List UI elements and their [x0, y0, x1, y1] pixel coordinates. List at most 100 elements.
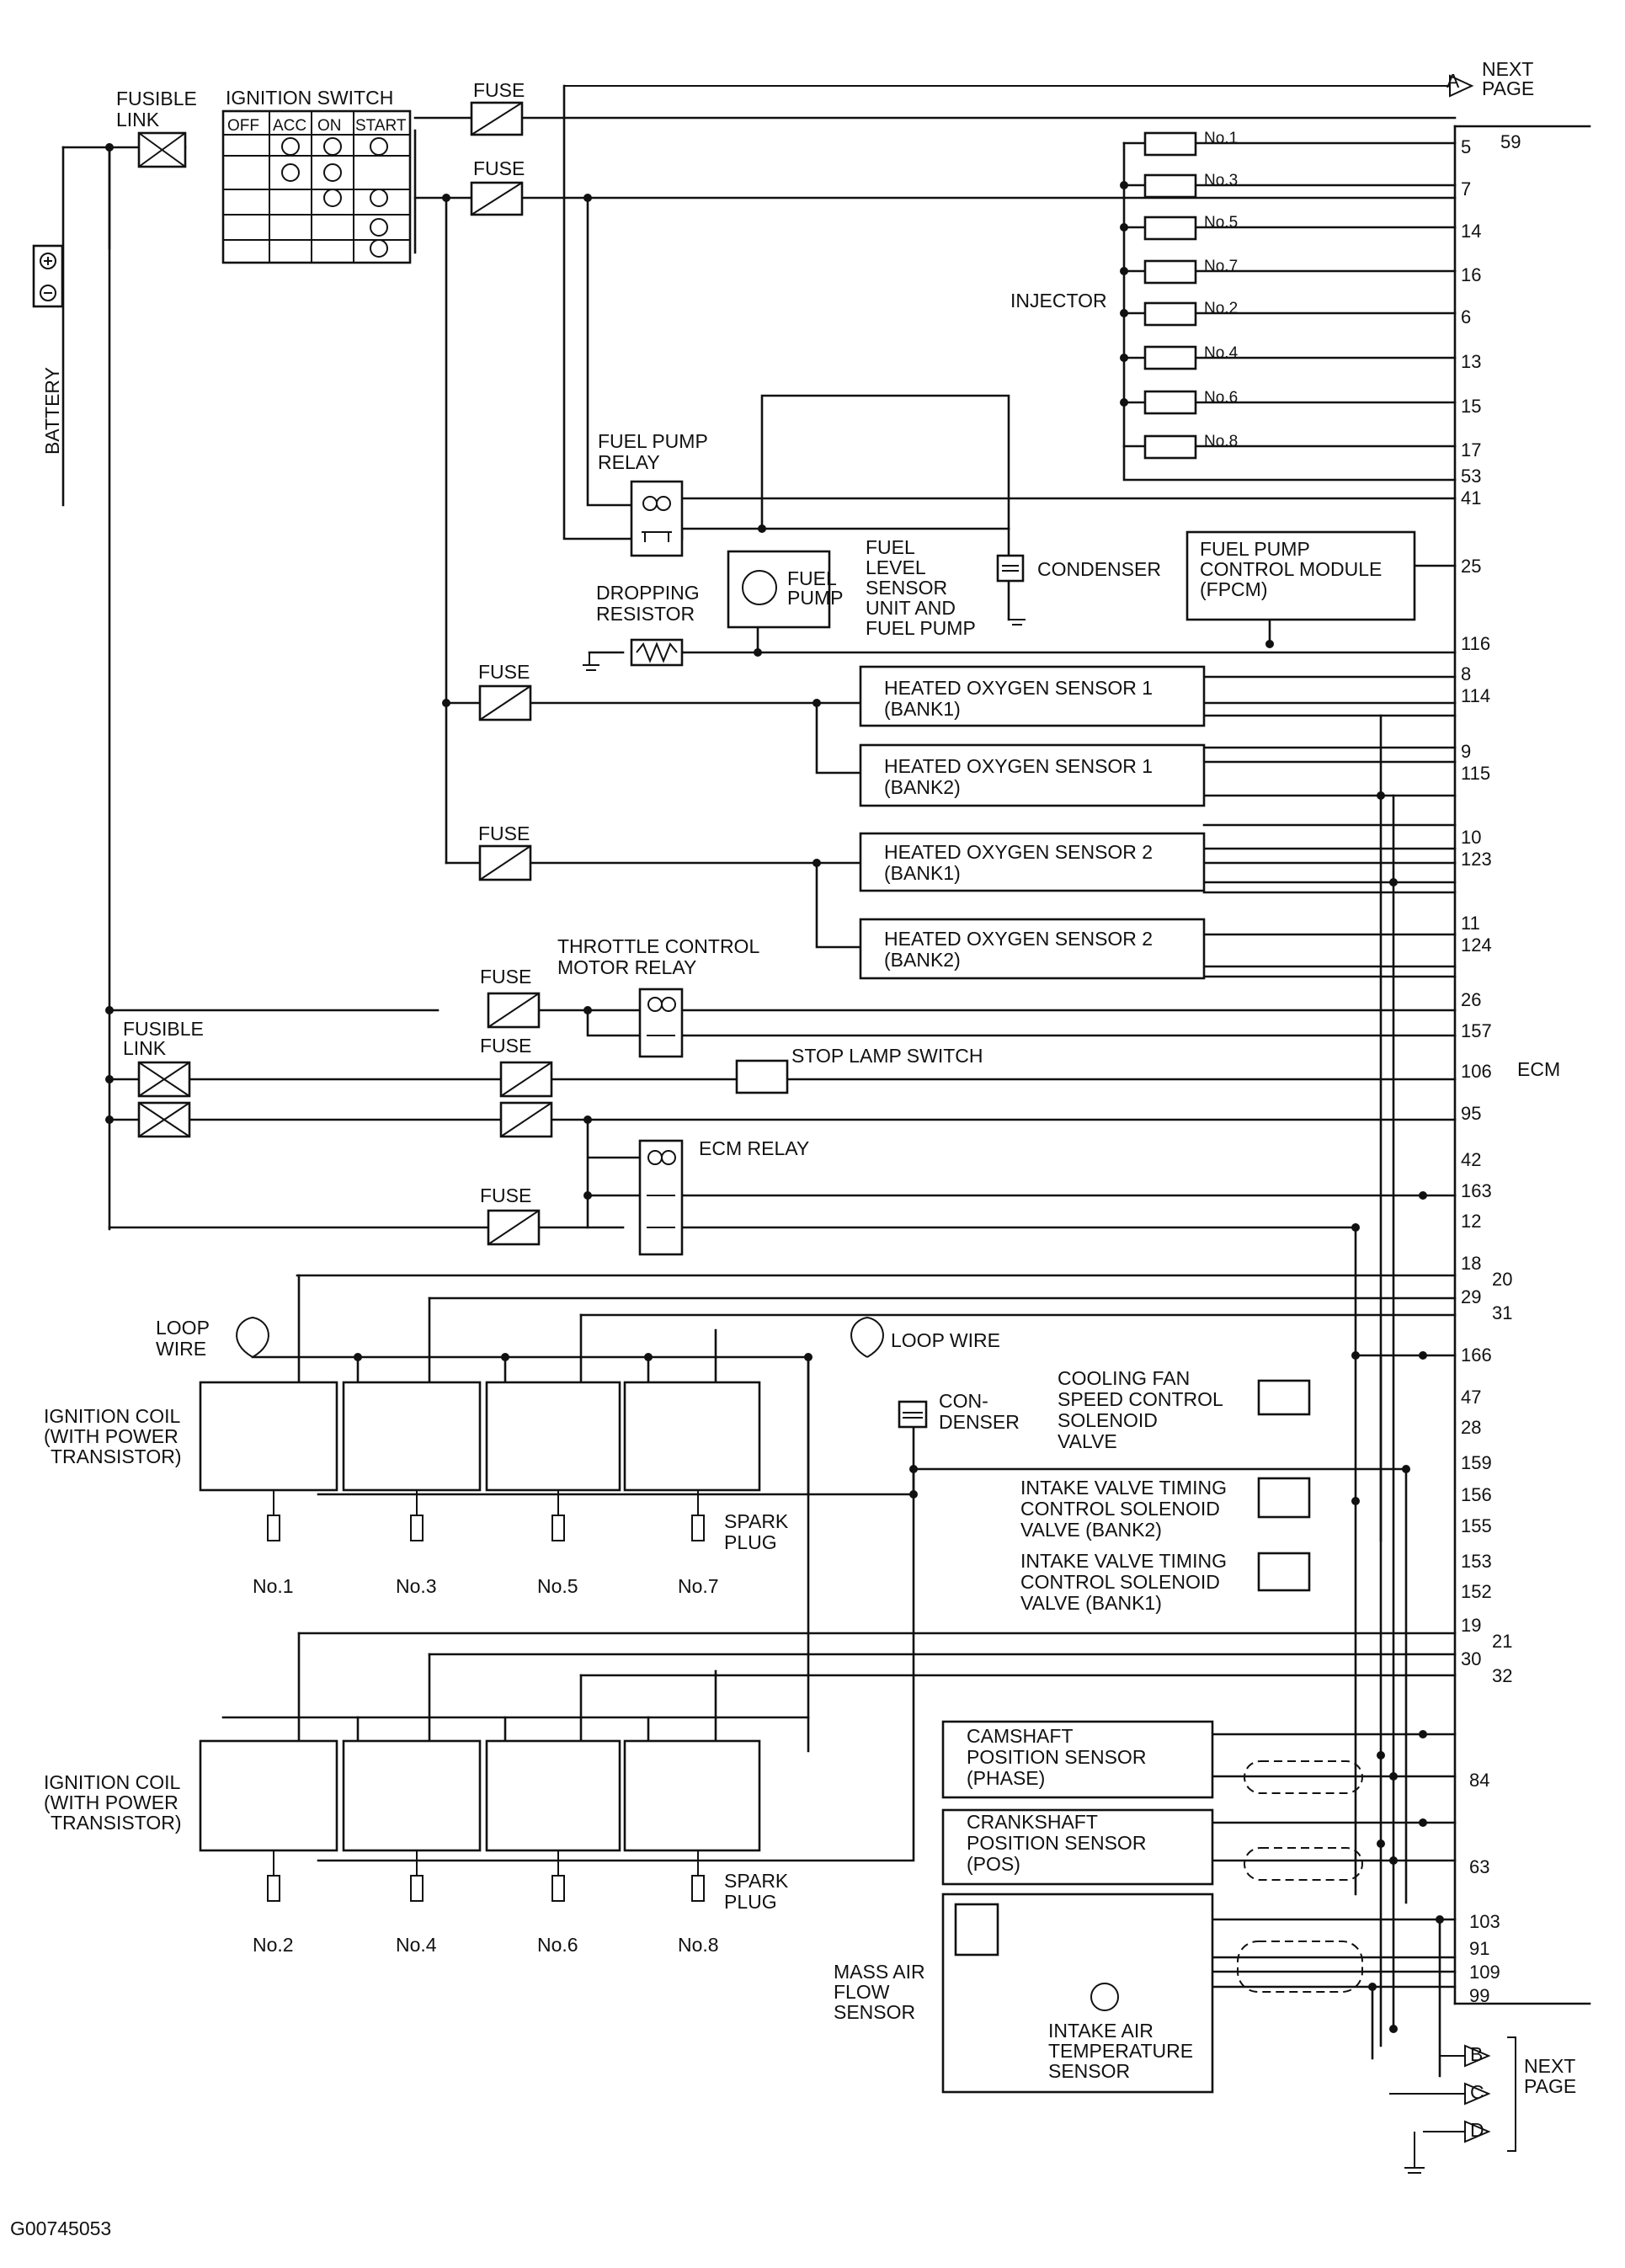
ho2s-2-bank1-label: (BANK1): [884, 862, 961, 884]
pin: 21: [1492, 1631, 1512, 1652]
ecm-pins: 59 5 7 14 16 6 13 15 17 53 41 25 116 8 1…: [1461, 131, 1521, 2006]
pin: 17: [1461, 439, 1481, 461]
pin: 166: [1461, 1344, 1492, 1366]
pin: 6: [1461, 306, 1471, 327]
connector-d: D: [1470, 2119, 1484, 2141]
injector-no6: No.6: [1204, 389, 1238, 407]
pin: 53: [1461, 466, 1481, 487]
fuse-label: FUSE: [480, 1185, 531, 1206]
iat-sensor-label: INTAKE AIR: [1048, 2020, 1153, 2042]
pin: 115: [1461, 763, 1490, 784]
fuel-pump-label: FUEL: [787, 567, 837, 589]
spark-plug-label: SPARK: [724, 1510, 789, 1532]
pin: 5: [1461, 136, 1471, 157]
pin: 18: [1461, 1253, 1481, 1274]
ivt-bank1-label: INTAKE VALVE TIMING: [1020, 1550, 1227, 1572]
pin: 32: [1492, 1665, 1512, 1686]
pin: 47: [1461, 1387, 1481, 1408]
ho2s-1-bank1-label: (BANK1): [884, 698, 961, 720]
connector-a: A: [1447, 70, 1460, 92]
fuel-level-sensor-label: UNIT AND: [866, 597, 956, 619]
cooling-fan-valve-label: VALVE: [1058, 1430, 1117, 1452]
fuel-pump-relay-label: FUEL PUMP: [598, 430, 708, 452]
injector-no1: No.1: [1204, 130, 1238, 147]
injector-no5: No.5: [1204, 214, 1238, 232]
pin: 7: [1461, 178, 1471, 200]
pin: 9: [1461, 741, 1471, 762]
ho2s-1-bank2-label: (BANK2): [884, 776, 961, 798]
pin: 157: [1461, 1020, 1492, 1041]
junctions: [105, 143, 1444, 2033]
fusible-link-label: FUSIBLE: [123, 1018, 204, 1040]
fusible-link-label: FUSIBLE: [116, 88, 197, 109]
pin: 116: [1461, 633, 1490, 654]
pin: 63: [1469, 1856, 1489, 1877]
fuel-pump-label: PUMP: [787, 587, 843, 609]
crankshaft-sensor-label: POSITION SENSOR: [967, 1832, 1146, 1854]
fuse-label: FUSE: [478, 661, 530, 683]
components: [32, 101, 1416, 2094]
plug-no6: No.6: [537, 1934, 578, 1956]
pin: 8: [1461, 663, 1471, 684]
plug-no7: No.7: [678, 1575, 719, 1597]
fusible-link-label: LINK: [116, 109, 160, 130]
ivt-bank2-label: INTAKE VALVE TIMING: [1020, 1477, 1227, 1499]
pin: 106: [1461, 1061, 1492, 1082]
plug-no8: No.8: [678, 1934, 719, 1956]
spark-plug-label: PLUG: [724, 1891, 777, 1913]
next-page-label: NEXT: [1524, 2055, 1575, 2077]
injector-no7: No.7: [1204, 258, 1238, 275]
fpcm-label: CONTROL MODULE: [1200, 558, 1382, 580]
ivt-bank1-label: VALVE (BANK1): [1020, 1592, 1162, 1614]
pin: 95: [1461, 1103, 1481, 1124]
switch-col-acc: ACC: [273, 117, 306, 135]
pin: 20: [1492, 1269, 1512, 1290]
fuse-label: FUSE: [473, 157, 525, 179]
pin: 13: [1461, 351, 1481, 372]
next-page-label: NEXT: [1482, 58, 1533, 80]
iat-sensor-label: TEMPERATURE: [1048, 2040, 1193, 2062]
fuse-label: FUSE: [478, 823, 530, 844]
injector-no8: No.8: [1204, 433, 1238, 450]
pin: 14: [1461, 221, 1481, 242]
pin: 91: [1469, 1938, 1489, 1959]
crankshaft-sensor-label: CRANKSHAFT: [967, 1811, 1098, 1833]
pin: 153: [1461, 1551, 1492, 1572]
battery-label: BATTERY: [41, 367, 63, 455]
maf-sensor-label: MASS AIR: [834, 1961, 925, 1983]
pin: 124: [1461, 934, 1492, 956]
condenser-label: DENSER: [939, 1411, 1020, 1433]
ignition-switch-label: IGNITION SWITCH: [226, 87, 393, 109]
switch-col-off: OFF: [227, 117, 259, 135]
pin: 152: [1461, 1581, 1492, 1602]
stop-lamp-switch-label: STOP LAMP SWITCH: [791, 1045, 983, 1067]
iat-sensor-label: SENSOR: [1048, 2060, 1130, 2082]
pin: 28: [1461, 1417, 1481, 1438]
pin: 103: [1469, 1911, 1500, 1932]
loop-wire-label: LOOP: [156, 1317, 210, 1339]
ignition-coil-label: (WITH POWER: [44, 1792, 178, 1813]
switch-col-start: START: [355, 117, 407, 135]
throttle-relay-label: MOTOR RELAY: [557, 956, 696, 978]
crankshaft-sensor-label: (POS): [967, 1853, 1020, 1875]
ivt-bank2-label: VALVE (BANK2): [1020, 1519, 1162, 1541]
ho2s-2-bank2-label: HEATED OXYGEN SENSOR 2: [884, 928, 1153, 950]
labels: BATTERY FUSIBLE LINK FUSIBLE LINK IGNITI…: [10, 58, 1576, 2239]
pin: 30: [1461, 1648, 1481, 1669]
maf-sensor-label: FLOW: [834, 1981, 890, 2003]
fuse-label: FUSE: [473, 79, 525, 101]
pin: 59: [1500, 131, 1521, 152]
fuel-level-sensor-label: FUEL PUMP: [866, 617, 976, 639]
injector-no3: No.3: [1204, 172, 1238, 189]
pin: 15: [1461, 396, 1481, 417]
ivt-bank1-label: CONTROL SOLENOID: [1020, 1571, 1220, 1593]
figure-id: G00745053: [10, 2217, 111, 2239]
fuel-level-sensor-label: FUEL: [866, 536, 915, 558]
cooling-fan-valve-label: SOLENOID: [1058, 1409, 1158, 1431]
ho2s-1-bank2-label: HEATED OXYGEN SENSOR 1: [884, 755, 1153, 777]
condenser-label: CONDENSER: [1037, 558, 1161, 580]
pin: 156: [1461, 1484, 1492, 1505]
pin: 26: [1461, 989, 1481, 1010]
pin: 109: [1469, 1962, 1500, 1983]
pin: 84: [1469, 1770, 1489, 1791]
